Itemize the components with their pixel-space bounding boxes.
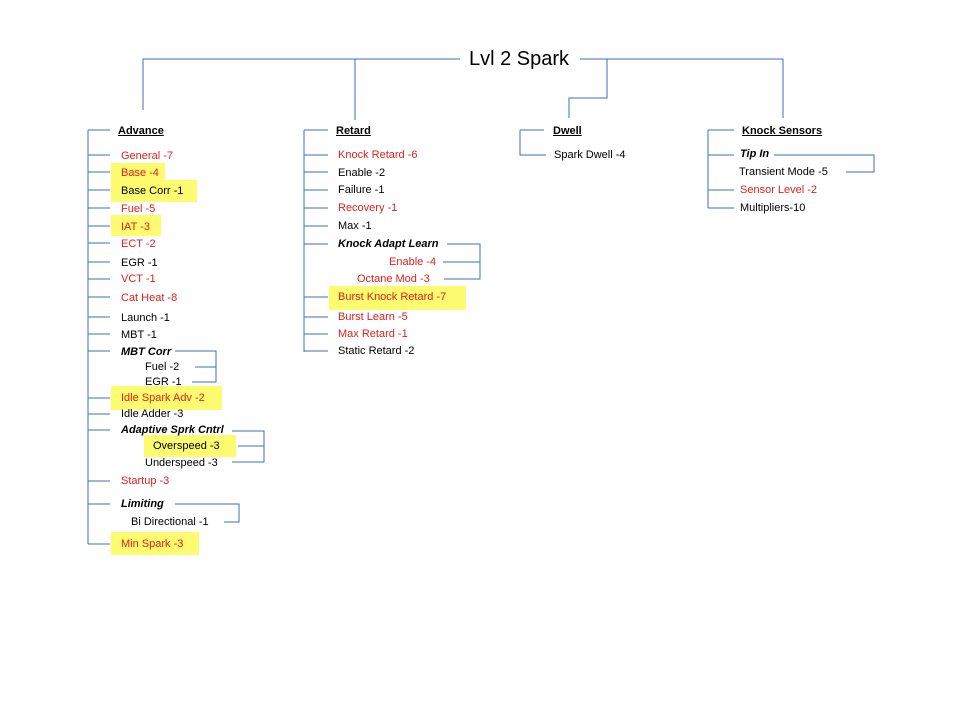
highlight-base-corr bbox=[111, 180, 197, 202]
advance-idle-adder: Idle Adder -3 bbox=[121, 408, 184, 420]
tip-in-transient-mode: Transient Mode -5 bbox=[739, 166, 828, 178]
adaptive-underspeed: Underspeed -3 bbox=[145, 457, 218, 469]
highlight-burst-knock-retard bbox=[329, 286, 466, 310]
mbt-corr-fuel: Fuel -2 bbox=[145, 361, 180, 373]
connector-title-knock-sensors bbox=[580, 58, 784, 118]
advance-header: Advance bbox=[118, 125, 164, 137]
limiting-bi-directional: Bi Directional -1 bbox=[131, 516, 209, 528]
retard-max-retard: Max Retard -1 bbox=[338, 328, 408, 340]
advance-adaptive-sprk-cntrl: Adaptive Sprk Cntrl bbox=[121, 424, 224, 436]
advance-startup: Startup -3 bbox=[121, 475, 170, 487]
advance-item-fuel: Fuel -5 bbox=[121, 203, 156, 215]
retard-burst-knock-retard: Burst Knock Retard -7 bbox=[338, 291, 447, 303]
retard-static-retard: Static Retard -2 bbox=[338, 345, 415, 357]
advance-limiting: Limiting bbox=[121, 498, 164, 510]
advance-mbt-corr: MBT Corr bbox=[121, 346, 172, 358]
advance-item-vct: VCT -1 bbox=[121, 273, 156, 285]
knock-sensors-sensor-level: Sensor Level -2 bbox=[740, 184, 818, 196]
highlight-min-spark bbox=[111, 532, 199, 555]
advance-min-spark: Min Spark -3 bbox=[121, 538, 184, 550]
advance-item-cat-heat: Cat Heat -8 bbox=[121, 292, 178, 304]
highlight-base bbox=[111, 163, 165, 180]
retard-burst-learn: Burst Learn -5 bbox=[338, 311, 408, 323]
retard-header: Retard bbox=[336, 125, 371, 137]
connector-title-dwell bbox=[568, 59, 608, 118]
advance-item-ect: ECT -2 bbox=[121, 238, 156, 250]
highlight-idle-spark-adv bbox=[111, 386, 222, 410]
knock-sensors-header: Knock Sensors bbox=[742, 125, 823, 137]
mbt-corr-egr: EGR -1 bbox=[145, 376, 182, 388]
adaptive-overspeed: Overspeed -3 bbox=[153, 440, 220, 452]
advance-item-general: General -7 bbox=[121, 150, 173, 162]
connector-title-advance bbox=[142, 58, 460, 110]
advance-item-base: Base -4 bbox=[121, 167, 159, 179]
highlight-iat bbox=[111, 215, 161, 236]
knock-sensors-tip-in: Tip In bbox=[740, 148, 770, 160]
retard-knock-adapt-learn: Knock Adapt Learn bbox=[338, 238, 439, 250]
knock-adapt-enable: Enable -4 bbox=[389, 256, 437, 268]
retard-max: Max -1 bbox=[338, 220, 372, 232]
tip-in-bracket bbox=[774, 154, 875, 173]
retard-enable: Enable -2 bbox=[338, 167, 386, 179]
limiting-bracket bbox=[175, 503, 240, 523]
page-title: Lvl 2 Spark bbox=[461, 47, 578, 71]
dwell-spark-dwell: Spark Dwell -4 bbox=[554, 149, 626, 161]
dwell-header: Dwell bbox=[553, 125, 582, 137]
retard-knock-retard: Knock Retard -6 bbox=[338, 149, 418, 161]
advance-idle-spark-adv: Idle Spark Adv -2 bbox=[121, 392, 205, 404]
advance-item-egr: EGR -1 bbox=[121, 257, 158, 269]
highlight-overspeed bbox=[144, 435, 236, 457]
knock-adapt-octane-mod: Octane Mod -3 bbox=[357, 273, 430, 285]
advance-item-iat: IAT -3 bbox=[121, 221, 150, 233]
advance-item-mbt: MBT -1 bbox=[121, 329, 157, 341]
advance-item-launch: Launch -1 bbox=[121, 312, 170, 324]
advance-item-base-corr: Base Corr -1 bbox=[121, 185, 184, 197]
retard-failure: Failure -1 bbox=[338, 184, 385, 196]
retard-recovery: Recovery -1 bbox=[338, 202, 398, 214]
dwell-branch bbox=[519, 130, 546, 156]
knock-sensors-multipliers: Multipliers-10 bbox=[740, 202, 806, 214]
